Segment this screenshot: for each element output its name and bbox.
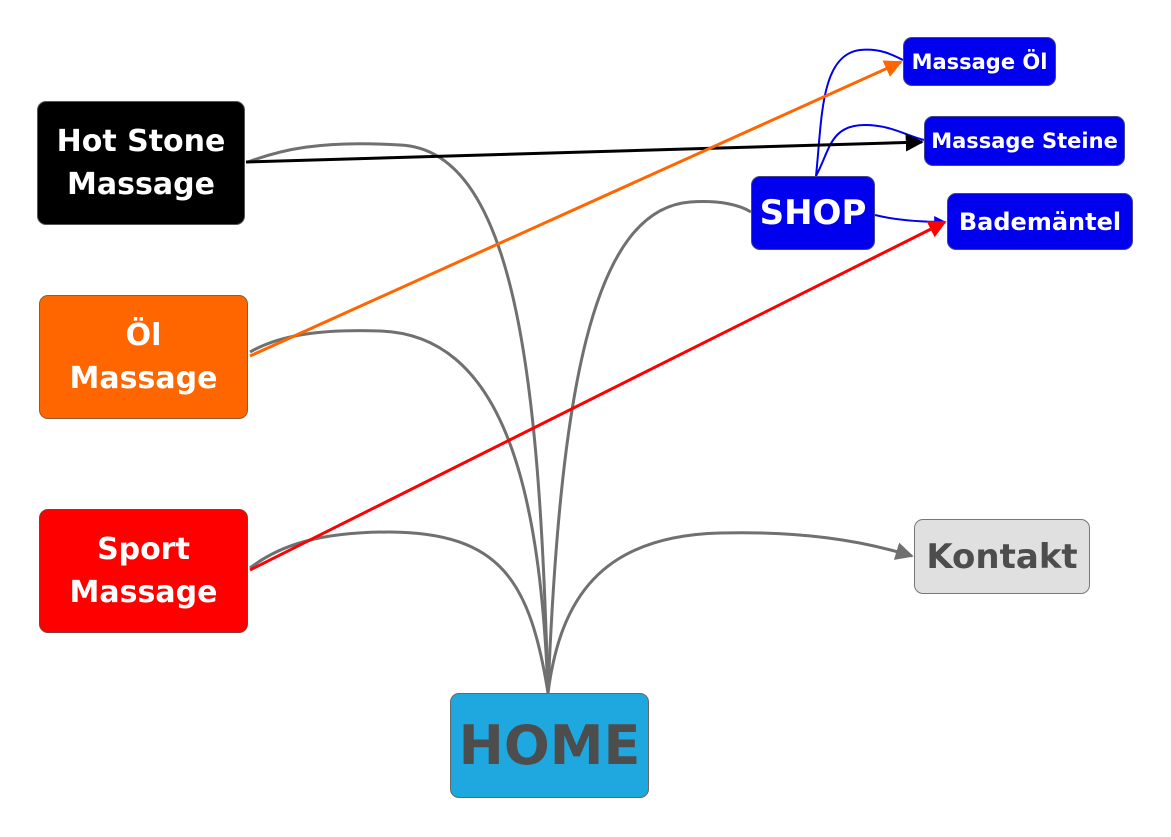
node-label: Kontakt bbox=[926, 536, 1078, 577]
node-bademaentel[interactable]: Bademäntel bbox=[947, 193, 1133, 250]
edge-shop-massage-steine bbox=[815, 123, 925, 177]
node-label-line: Öl bbox=[125, 317, 162, 353]
node-label-line: Massage bbox=[69, 575, 218, 610]
edge-oil-massage-oel bbox=[249, 60, 903, 358]
edge-home-shop bbox=[546, 200, 752, 694]
edge-sport-bademaentel bbox=[249, 220, 947, 572]
node-label-line: Massage bbox=[69, 361, 218, 396]
edge-home-kontakt bbox=[546, 531, 914, 694]
node-label-line: Massage bbox=[67, 167, 215, 202]
edge-hot-stone-massage-steine bbox=[245, 133, 924, 164]
node-label: HOME bbox=[458, 714, 641, 777]
node-oil-massage[interactable]: Öl Massage bbox=[39, 295, 248, 419]
node-massage-steine[interactable]: Massage Steine bbox=[924, 116, 1125, 166]
node-label: Massage Öl bbox=[911, 49, 1048, 74]
node-hot-stone-massage[interactable]: Hot Stone Massage bbox=[37, 101, 245, 225]
edge-shop-massage-oel bbox=[815, 48, 904, 177]
node-label-line: Sport bbox=[97, 531, 190, 567]
edge-home-hot-stone bbox=[247, 142, 550, 694]
node-sport-massage[interactable]: Sport Massage bbox=[39, 509, 248, 633]
node-label: Bademäntel bbox=[958, 207, 1122, 236]
node-label: SHOP bbox=[759, 193, 867, 233]
node-label: Massage Steine bbox=[931, 129, 1118, 153]
edge-home-sport bbox=[249, 530, 550, 694]
node-kontakt[interactable]: Kontakt bbox=[914, 519, 1090, 594]
node-shop[interactable]: SHOP bbox=[751, 176, 875, 250]
node-massage-oel[interactable]: Massage Öl bbox=[903, 37, 1056, 86]
edge-shop-bademaentel bbox=[874, 214, 947, 228]
node-home[interactable]: HOME bbox=[450, 693, 649, 798]
edge-home-oil bbox=[249, 329, 550, 694]
node-label-line: Hot Stone bbox=[56, 123, 226, 159]
